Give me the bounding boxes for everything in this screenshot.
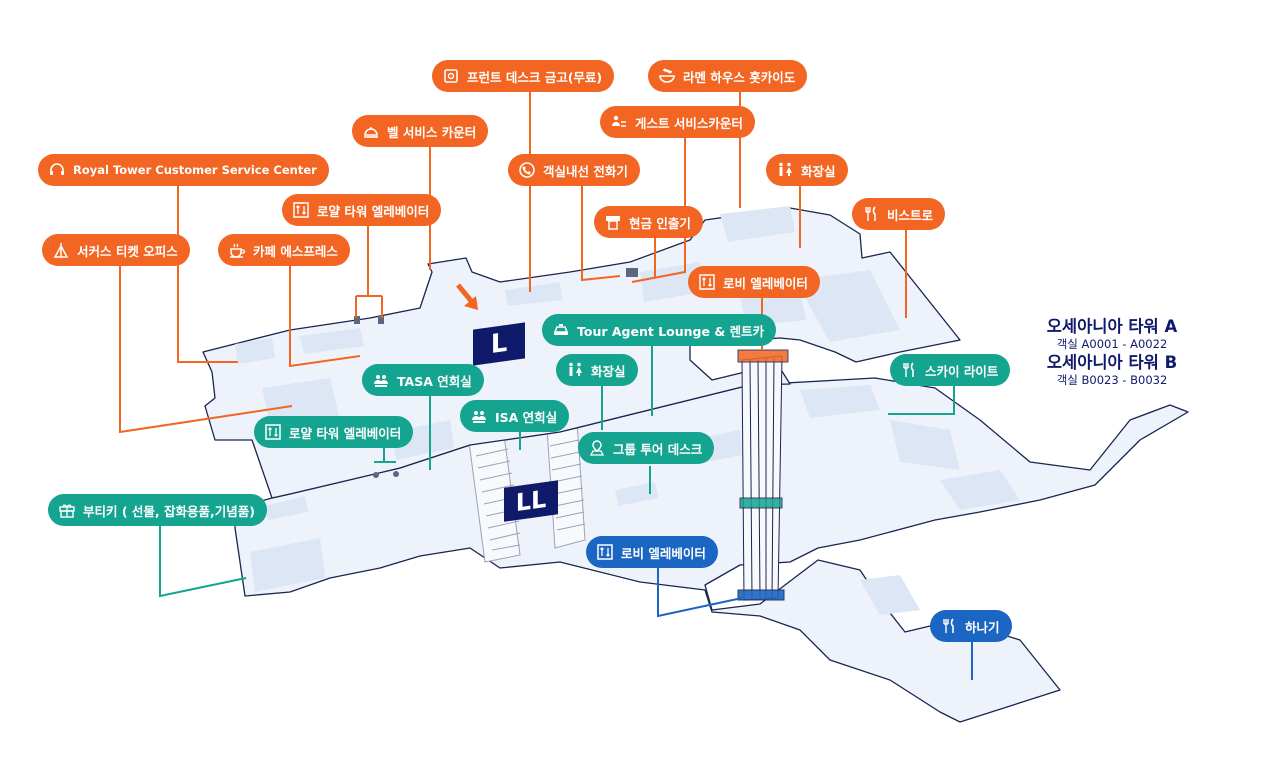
guest-service-icon (610, 113, 628, 131)
label-bell-service-text: 벨 서비스 카운터 (387, 124, 477, 140)
label-group-tour[interactable]: 그룹 투어 데스크 (578, 432, 715, 464)
tower-a-rooms: 객실 A0001 - A0022 (1056, 337, 1168, 351)
restroom-icon (566, 361, 584, 379)
label-lobby-elevator-lower[interactable]: 로비 엘레베이터 (586, 536, 718, 568)
leader-lines-blue (657, 568, 973, 680)
label-isa[interactable]: ISA 연회실 (460, 400, 570, 432)
circus-tent-icon (52, 241, 70, 259)
label-ramen-house[interactable]: 라멘 하우스 홋카이도 (648, 60, 808, 92)
coffee-cup-icon (228, 241, 246, 259)
label-hanagi-text: 하나기 (965, 619, 1000, 635)
label-lobby-elevator-lower-text: 로비 엘레베이터 (621, 545, 706, 561)
label-circus-ticket[interactable]: 서커스 티켓 오피스 (42, 234, 190, 266)
label-cafe-espresso[interactable]: 카페 에스프레스 (218, 234, 350, 266)
label-front-desk-safe-text: 프런트 데스크 금고(무료) (467, 69, 603, 85)
label-boutique-text: 부티키 ( 선물, 잡화용품,기념품) (83, 503, 255, 519)
label-tasa-text: TASA 연회실 (397, 373, 472, 389)
label-restroom-lower-text: 화장실 (591, 363, 626, 379)
car-icon (552, 321, 570, 339)
elevator-icon (596, 543, 614, 561)
label-circus-ticket-text: 서커스 티켓 오피스 (77, 243, 178, 259)
tower-a-name: 오세아니아 타워 A (1046, 317, 1178, 336)
label-guest-service[interactable]: 게스트 서비스카운터 (600, 106, 755, 138)
label-room-phone-text: 객실내선 전화기 (543, 163, 628, 179)
label-ramen-house-text: 라멘 하우스 홋카이도 (683, 69, 796, 85)
label-lobby-elevator-upper-text: 로비 엘레베이터 (723, 275, 808, 291)
label-restroom-upper[interactable]: 화장실 (766, 154, 848, 186)
label-boutique[interactable]: 부티키 ( 선물, 잡화용품,기념품) (48, 494, 267, 526)
meeting-room-icon (372, 371, 390, 389)
map-pin-icon (588, 439, 606, 457)
label-sky-light[interactable]: 스카이 라이트 (890, 354, 1011, 386)
label-royal-elevator-lower[interactable]: 로얄 타워 엘레베이터 (254, 416, 414, 448)
entrance-arrow-icon (456, 283, 478, 310)
safe-icon (442, 67, 460, 85)
label-group-tour-text: 그룹 투어 데스크 (613, 441, 703, 457)
label-bistro[interactable]: 비스트로 (852, 198, 946, 230)
fork-knife-icon (940, 617, 958, 635)
label-lobby-elevator-upper[interactable]: 로비 엘레베이터 (688, 266, 820, 298)
label-royal-elevator-upper-text: 로얄 타워 엘레베이터 (317, 203, 430, 219)
label-royal-elevator-upper[interactable]: 로얄 타워 엘레베이터 (282, 194, 442, 226)
headset-icon (48, 161, 66, 179)
leader-lines-teal (159, 346, 955, 598)
label-bell-service[interactable]: 벨 서비스 카운터 (352, 115, 489, 147)
elevator-icon (292, 201, 310, 219)
label-isa-text: ISA 연회실 (495, 409, 558, 425)
label-sky-light-text: 스카이 라이트 (925, 363, 999, 379)
level-marker-upper: L (473, 322, 525, 366)
label-tour-agent[interactable]: Tour Agent Lounge & 렌트카 (542, 314, 777, 346)
label-royal-elevator-lower-text: 로얄 타워 엘레베이터 (289, 425, 402, 441)
tower-b-rooms: 객실 B0023 - B0032 (1056, 373, 1168, 387)
elevator-icon (264, 423, 282, 441)
label-tour-agent-text: Tour Agent Lounge & 렌트카 (577, 323, 765, 339)
label-cafe-espresso-text: 카페 에스프레스 (253, 243, 338, 259)
gift-icon (58, 501, 76, 519)
label-royal-tower-cs-text: Royal Tower Customer Service Center (73, 163, 317, 177)
label-guest-service-text: 게스트 서비스카운터 (635, 115, 743, 131)
label-room-phone[interactable]: 객실내선 전화기 (508, 154, 640, 186)
phone-icon (518, 161, 536, 179)
label-atm[interactable]: 현금 인출기 (594, 206, 703, 238)
label-front-desk-safe[interactable]: 프런트 데스크 금고(무료) (432, 60, 615, 92)
label-restroom-lower[interactable]: 화장실 (556, 354, 638, 386)
label-hanagi[interactable]: 하나기 (930, 610, 1012, 642)
tower-info: 오세아니아 타워 A 객실 A0001 - A0022 오세아니아 타워 B 객… (1012, 316, 1212, 388)
label-restroom-upper-text: 화장실 (801, 163, 836, 179)
elevator-markers (354, 268, 638, 478)
meeting-room-icon (470, 407, 488, 425)
label-royal-tower-cs[interactable]: Royal Tower Customer Service Center (38, 154, 329, 186)
restroom-icon (776, 161, 794, 179)
tower-b-name: 오세아니아 타워 B (1046, 353, 1178, 372)
service-bell-icon (362, 122, 380, 140)
atm-icon (604, 213, 622, 231)
noodle-bowl-icon (658, 67, 676, 85)
label-tasa[interactable]: TASA 연회실 (362, 364, 484, 396)
label-atm-text: 현금 인출기 (629, 215, 691, 231)
lower-level-rooms (250, 385, 1020, 615)
label-bistro-text: 비스트로 (887, 207, 934, 223)
fork-knife-icon (900, 361, 918, 379)
fork-knife-icon (862, 205, 880, 223)
elevator-icon (698, 273, 716, 291)
elevator-shaft (737, 349, 789, 601)
